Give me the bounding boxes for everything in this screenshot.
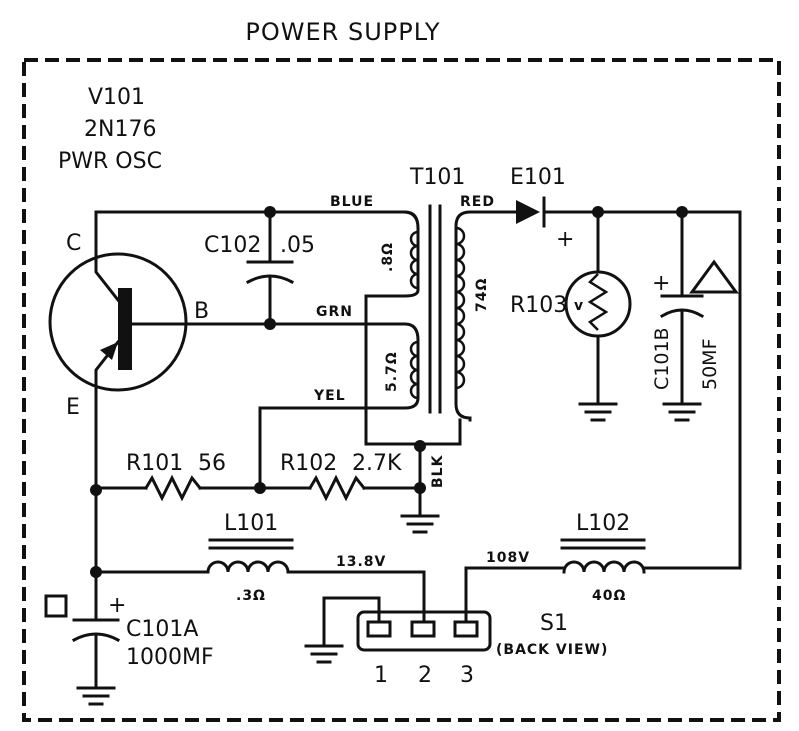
transformer-ref: T101 [409,165,465,190]
diagram-title: POWER SUPPLY [245,18,440,46]
l101-res: .3Ω [236,588,266,604]
c101b-polarity: + [652,271,670,296]
transistor-pin-b: B [194,299,209,324]
capacitor-c102 [245,210,295,326]
c102-value: .05 [280,233,315,258]
square-marker-icon [44,594,68,618]
l101-ref: L101 [224,511,278,536]
lead-blue-label: BLUE [330,194,374,210]
c101a-polarity: + [108,593,126,618]
voltage-high: 108V [486,550,530,566]
wire-right-return [642,210,742,570]
rectifier-polarity: + [556,227,574,252]
resistor-r102 [307,474,367,502]
capacitor-c101b [659,210,705,422]
lead-grn-label: GRN [316,304,353,320]
c101b-ref: C101B [651,327,673,390]
lead-red-label: RED [460,194,495,210]
lead-yel-label: YEL [313,388,346,404]
c101b-value: 50MF [699,339,721,391]
transformer-t101 [258,204,518,490]
transistor-desc: PWR OSC [58,149,162,174]
secondary-res: 74Ω [474,278,490,312]
rectifier-ref: E101 [510,165,566,190]
switch-ref: S1 [540,611,568,636]
transistor-v101 [48,210,272,490]
voltage-low: 13.8V [336,554,386,570]
inductor-l102 [464,538,646,622]
junction-yel-r102 [254,482,266,494]
switch-pin-2: 2 [418,663,432,688]
transistor-ref: V101 [88,85,145,110]
transistor-part: 2N176 [84,117,156,142]
c101a-value: 1000MF [126,645,214,670]
transistor-pin-c: C [66,231,81,256]
primary-top-res: .8Ω [380,242,396,272]
inductor-l101 [94,538,426,622]
r101-ref: R101 [126,451,183,476]
resistor-r101 [143,474,203,502]
triangle-marker-icon [689,259,739,294]
l102-res: 40Ω [592,588,626,604]
r102-value: 2.7K [352,451,402,476]
varistor-v-mark: v [574,298,584,314]
switch-s1 [304,596,492,664]
switch-pin-1: 1 [374,663,388,688]
junction-blk-top [414,440,426,452]
r103-ref: R103 [510,293,567,318]
dashed-frame [22,58,781,722]
r101-value: 56 [198,451,226,476]
c101a-ref: C101A [126,617,198,642]
resistor-r103 [564,210,632,422]
lead-blk-label: BLK [430,454,446,488]
capacitor-c101a [71,598,121,706]
primary-bottom-res: 5.7Ω [384,351,400,392]
transistor-pin-e: E [66,395,80,420]
rectifier-e101 [516,196,742,228]
r102-ref: R102 [280,451,337,476]
l102-ref: L102 [576,511,630,536]
switch-view: (BACK VIEW) [496,642,608,658]
ground-icon [400,514,440,534]
switch-pin-3: 3 [460,663,474,688]
c102-ref: C102 [204,233,261,258]
